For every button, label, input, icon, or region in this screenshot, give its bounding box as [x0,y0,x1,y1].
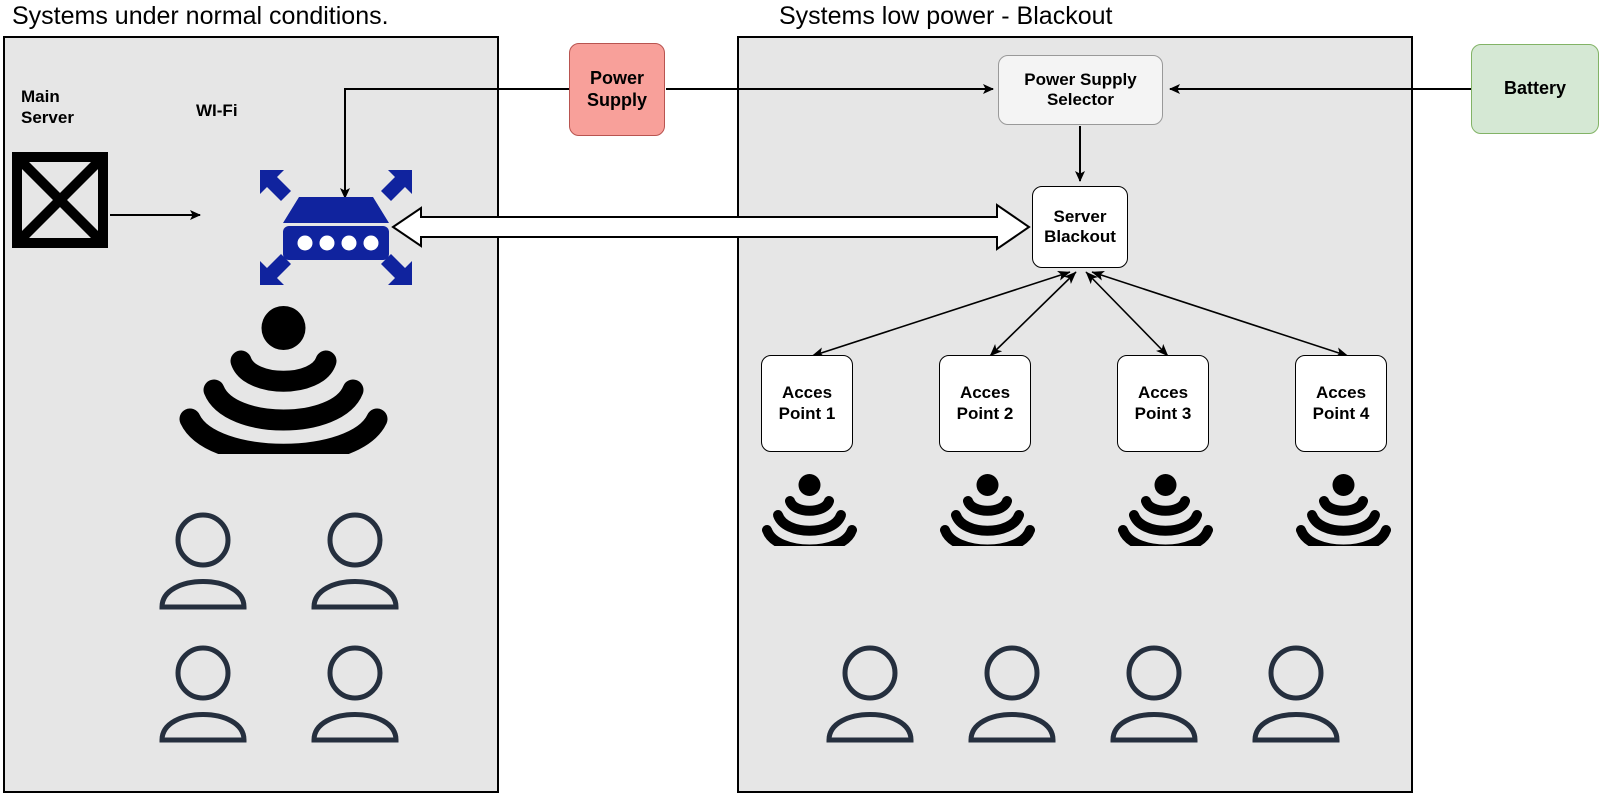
right-panel-title: Systems low power - Blackout [779,2,1113,30]
wifi-signal-icon [1118,474,1213,546]
access-point-2-box[interactable]: Acces Point 2 [939,355,1031,452]
person-icon [159,645,247,743]
person-icon [968,645,1056,743]
person-icon [311,645,399,743]
crossed-square-icon [12,152,108,248]
access-point-4-box[interactable]: Acces Point 4 [1295,355,1387,452]
wifi-signal-icon [1296,474,1391,546]
person-icon [159,512,247,610]
left-panel-title: Systems under normal conditions. [12,2,389,30]
person-icon [311,512,399,610]
server-blackout-box[interactable]: Server Blackout [1032,186,1128,268]
power-supply-selector-box[interactable]: Power Supply Selector [998,55,1163,125]
power-supply-box[interactable]: Power Supply [569,43,665,136]
person-icon [826,645,914,743]
person-icon [1110,645,1198,743]
main-server-label: Main Server [21,87,74,128]
router-icon [260,170,412,285]
wifi-signal-icon [940,474,1035,546]
wifi-label: WI-Fi [196,101,238,120]
wifi-signal-icon [762,474,857,546]
wifi-signal-icon [179,306,388,454]
battery-box[interactable]: Battery [1471,44,1599,134]
access-point-3-box[interactable]: Acces Point 3 [1117,355,1209,452]
access-point-1-box[interactable]: Acces Point 1 [761,355,853,452]
person-icon [1252,645,1340,743]
